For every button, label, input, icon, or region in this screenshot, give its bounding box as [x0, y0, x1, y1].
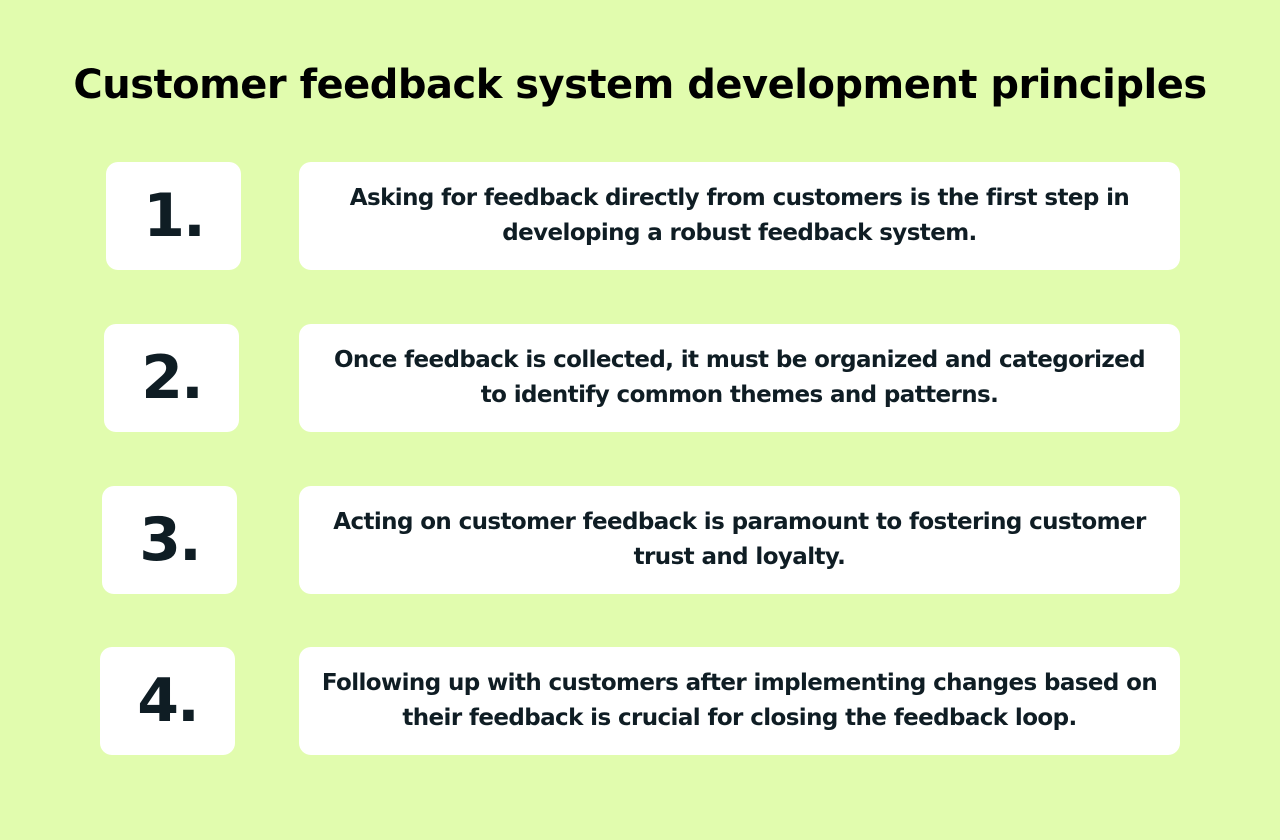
step-text-1: Asking for feedback directly from custom… [299, 162, 1180, 270]
page-title: Customer feedback system development pri… [73, 62, 1207, 108]
step-number-4: 4. [100, 647, 235, 755]
step-text-2: Once feedback is collected, it must be o… [299, 324, 1180, 432]
step-number-1: 1. [106, 162, 241, 270]
step-number-2: 2. [104, 324, 239, 432]
step-text-4: Following up with customers after implem… [299, 647, 1180, 755]
step-number-3: 3. [102, 486, 237, 594]
step-text-3: Acting on customer feedback is paramount… [299, 486, 1180, 594]
